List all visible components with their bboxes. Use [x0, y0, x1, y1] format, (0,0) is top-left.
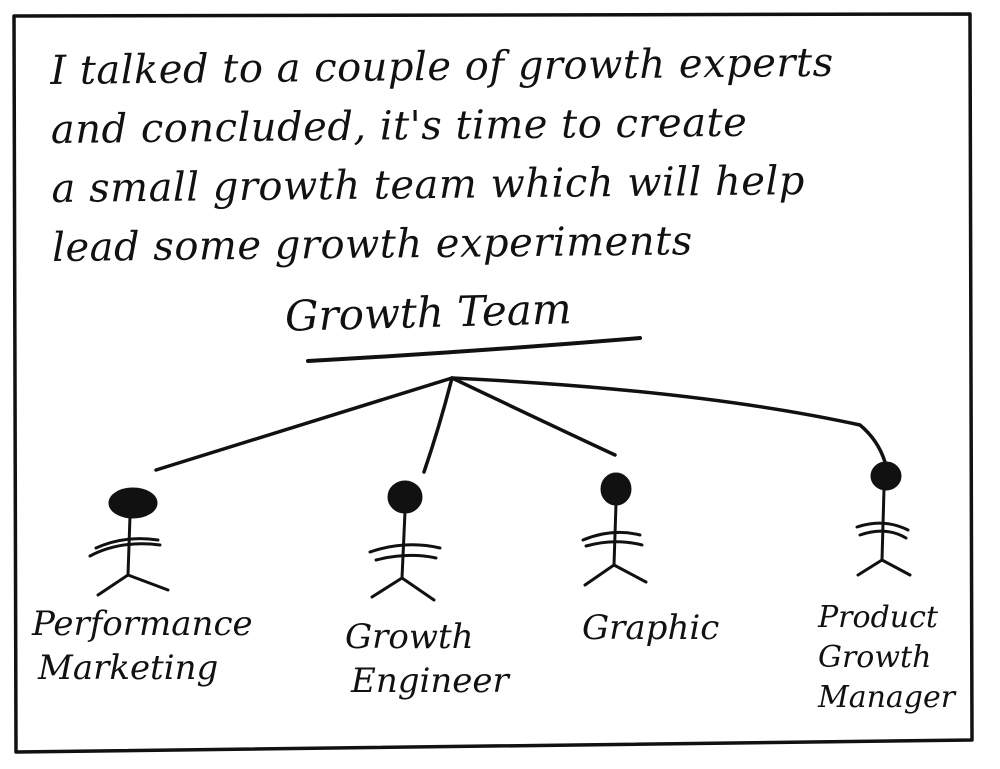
person-growth-engineer-icon [370, 482, 440, 600]
role-growth-engineer-line-2: Engineer [345, 659, 509, 703]
role-growth-engineer-line-1: Growth [345, 615, 509, 659]
role-product-growth-manager-line-2: Growth [818, 638, 955, 678]
branch-graphic [452, 378, 615, 455]
branch-growth-engineer [424, 378, 452, 472]
role-product-growth-manager: Product Growth Manager [818, 598, 955, 718]
role-product-growth-manager-line-1: Product [818, 598, 955, 638]
person-performance-marketing-icon [90, 489, 168, 595]
role-growth-engineer: Growth Engineer [345, 615, 509, 703]
role-performance-marketing: Performance Marketing [32, 602, 253, 690]
title-underline [308, 338, 640, 361]
role-performance-marketing-line-1: Performance [32, 602, 253, 646]
person-product-growth-manager-icon [857, 463, 910, 575]
branch-product-growth-manager [452, 378, 885, 462]
person-graphic-icon [583, 474, 646, 585]
role-graphic-line-1: Graphic [582, 606, 719, 650]
role-performance-marketing-line-2: Marketing [32, 646, 253, 690]
branch-performance-marketing [156, 378, 452, 470]
org-branches [156, 378, 885, 472]
role-product-growth-manager-line-3: Manager [818, 678, 955, 718]
role-graphic: Graphic [582, 606, 719, 650]
